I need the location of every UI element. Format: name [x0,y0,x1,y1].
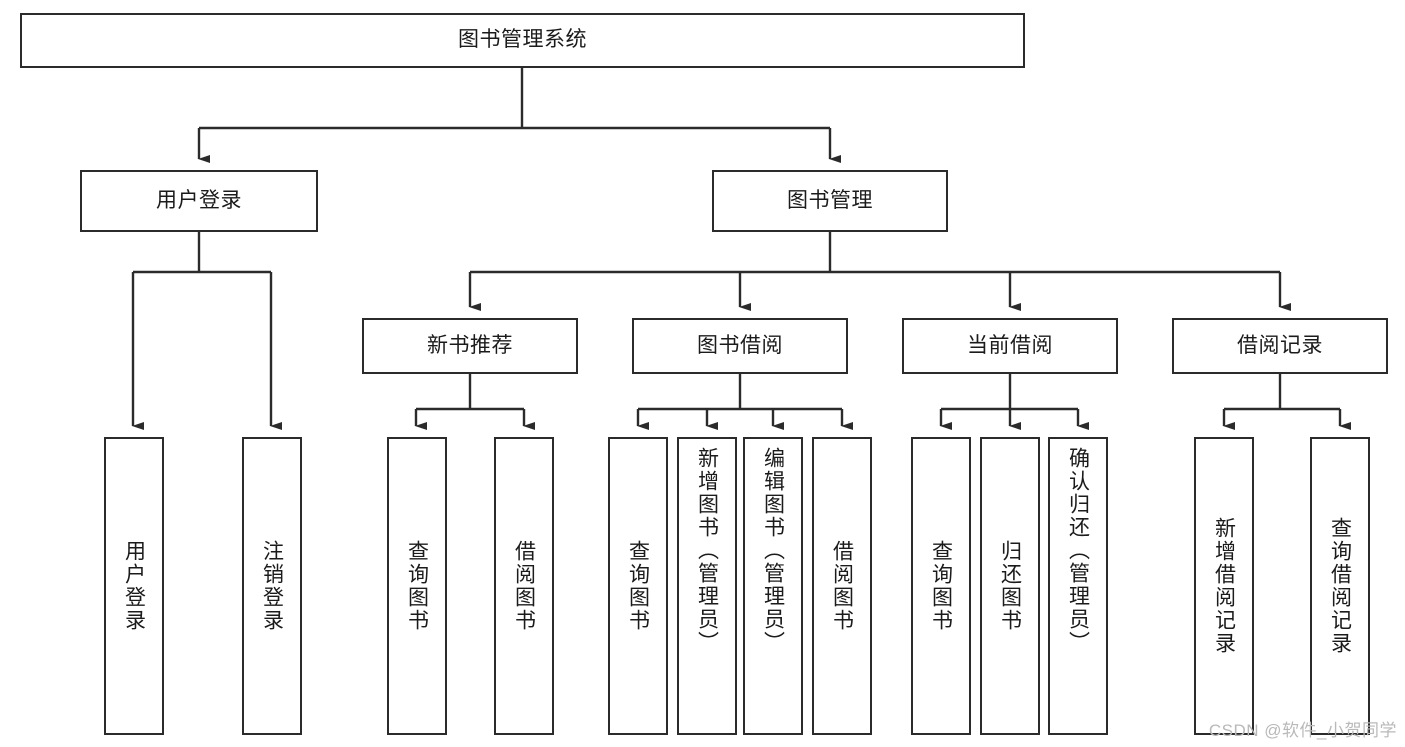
node-borrow-record[interactable]: 借阅记录 [1172,318,1388,374]
leaf-user-login-2[interactable]: 注销登录 [242,437,302,735]
node-new-book-recommend-label: 新书推荐 [427,333,513,357]
leaf-book-borrow-3[interactable]: 编辑图书（管理员） [743,437,803,735]
leaf-book-borrow-4-label: 借阅图书 [830,540,854,632]
leaf-user-login-1-label: 用户登录 [122,540,146,632]
leaf-new-book-2[interactable]: 借阅图书 [494,437,554,735]
node-root-label: 图书管理系统 [458,28,587,52]
node-new-book-recommend[interactable]: 新书推荐 [362,318,578,374]
leaf-borrow-record-1-label: 新增借阅记录 [1212,517,1236,655]
leaf-current-borrow-3[interactable]: 确认归还（管理员） [1048,437,1108,735]
node-borrow-record-label: 借阅记录 [1237,333,1323,357]
node-book-manage-label: 图书管理 [787,188,873,212]
leaf-borrow-record-2[interactable]: 查询借阅记录 [1310,437,1370,735]
leaf-current-borrow-2[interactable]: 归还图书 [980,437,1040,735]
leaf-current-borrow-3-label: 确认归还（管理员） [1066,447,1090,654]
leaf-new-book-2-label: 借阅图书 [512,540,536,632]
leaf-book-borrow-2-label: 新增图书（管理员） [695,447,719,654]
leaf-book-borrow-2[interactable]: 新增图书（管理员） [677,437,737,735]
node-user-login-label: 用户登录 [156,188,242,212]
node-current-borrow[interactable]: 当前借阅 [902,318,1118,374]
leaf-user-login-1[interactable]: 用户登录 [104,437,164,735]
leaf-book-borrow-1[interactable]: 查询图书 [608,437,668,735]
node-book-borrow-label: 图书借阅 [697,333,783,357]
leaf-new-book-1[interactable]: 查询图书 [387,437,447,735]
node-book-borrow[interactable]: 图书借阅 [632,318,848,374]
leaf-borrow-record-1[interactable]: 新增借阅记录 [1194,437,1254,735]
leaf-book-borrow-1-label: 查询图书 [626,540,650,632]
leaf-book-borrow-4[interactable]: 借阅图书 [812,437,872,735]
leaf-borrow-record-2-label: 查询借阅记录 [1328,517,1352,655]
leaf-book-borrow-3-label: 编辑图书（管理员） [761,447,785,654]
node-user-login[interactable]: 用户登录 [80,170,318,232]
leaf-current-borrow-2-label: 归还图书 [998,540,1022,632]
leaf-user-login-2-label: 注销登录 [260,540,284,632]
node-root[interactable]: 图书管理系统 [20,13,1025,68]
leaf-current-borrow-1-label: 查询图书 [929,540,953,632]
leaf-new-book-1-label: 查询图书 [405,540,429,632]
node-current-borrow-label: 当前借阅 [967,333,1053,357]
leaf-current-borrow-1[interactable]: 查询图书 [911,437,971,735]
node-book-manage[interactable]: 图书管理 [712,170,948,232]
